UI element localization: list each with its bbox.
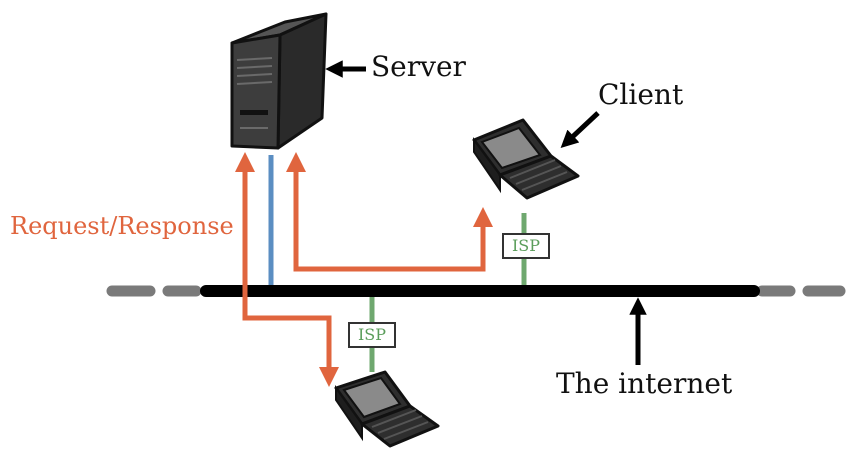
server-label: Server <box>371 50 466 83</box>
isp-box-bottom: ISP <box>348 322 396 348</box>
request-arrow-top-client <box>286 152 493 272</box>
client-laptop-top-icon <box>472 118 580 200</box>
client-pointer-arrow <box>560 111 600 148</box>
internet-label: The internet <box>556 367 733 400</box>
client-laptop-bottom-icon <box>334 370 440 448</box>
server-tower-icon <box>230 12 328 150</box>
isp-box-top: ISP <box>502 233 550 259</box>
request-arrow-bottom-client <box>235 152 339 387</box>
client-label: Client <box>598 78 684 111</box>
request-response-label: Request/Response <box>10 212 234 240</box>
